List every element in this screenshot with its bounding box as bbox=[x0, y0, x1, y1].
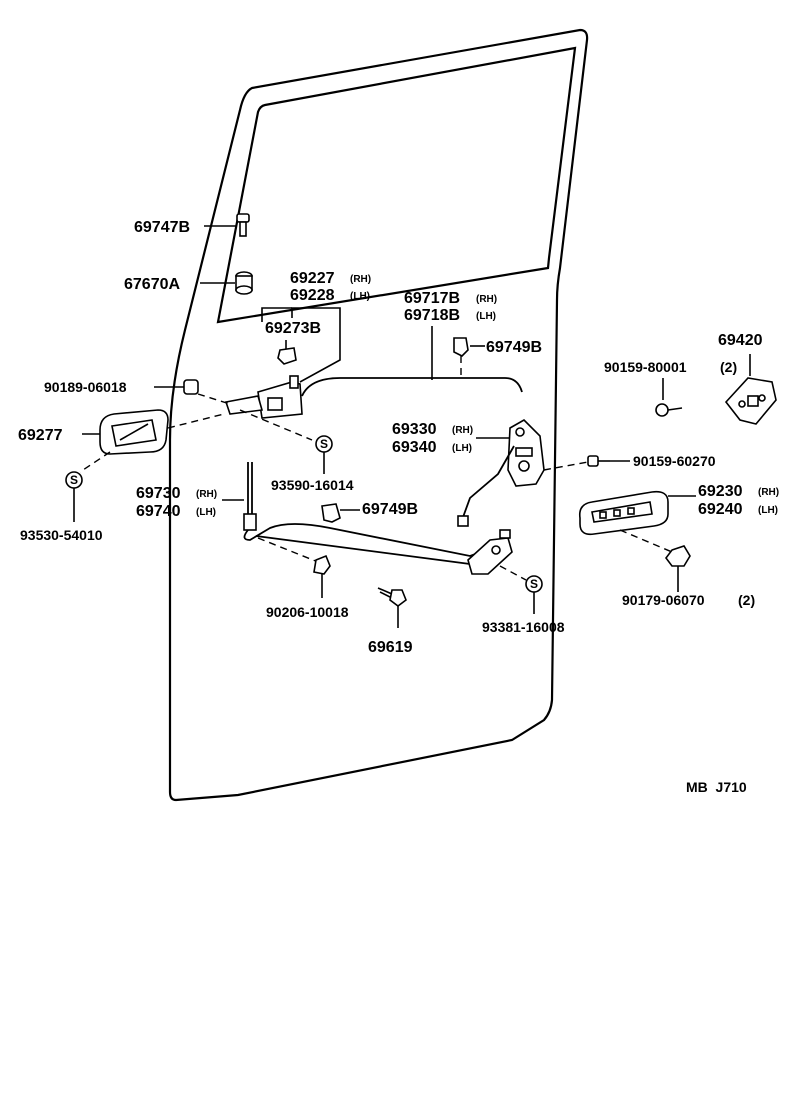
part-label-69740: 69740 bbox=[136, 503, 181, 520]
outside-handle-icon bbox=[578, 490, 669, 536]
part-label-90206-10018: 90206-10018 bbox=[266, 604, 349, 620]
part-suffix-69230: (RH) bbox=[758, 487, 779, 498]
rod-end-icon bbox=[457, 515, 469, 527]
upper-lock-rod bbox=[301, 377, 523, 397]
door-lock-icon bbox=[507, 419, 545, 487]
svg-text:S: S bbox=[70, 473, 78, 487]
part-suffix-69717B: (RH) bbox=[476, 294, 497, 305]
nut-part-icon bbox=[183, 379, 199, 395]
part-label-69340: 69340 bbox=[392, 439, 437, 456]
striker-part-icon bbox=[724, 377, 777, 425]
part-suffix-69730: (RH) bbox=[196, 489, 217, 500]
part-qty-90179-06070: (2) bbox=[738, 592, 755, 608]
bushing-part-icon bbox=[235, 271, 253, 295]
part-label-69228: 69228 bbox=[290, 287, 335, 304]
part-label-69717B: 69717B bbox=[404, 290, 460, 307]
part-label-93381-16008: 93381-16008 bbox=[482, 619, 565, 635]
part-label-90189-06018: 90189-06018 bbox=[44, 379, 127, 395]
clip-part-icon bbox=[321, 503, 341, 523]
part-label-93530-54010: 93530-54010 bbox=[20, 527, 103, 543]
part-label-90179-06070: 90179-06070 bbox=[622, 592, 705, 608]
part-label-93590-16014: 93590-16014 bbox=[271, 477, 354, 493]
bellcrank-part-icon bbox=[467, 529, 513, 575]
screw-part-icon bbox=[377, 587, 407, 607]
part-suffix-69740: (LH) bbox=[196, 507, 216, 518]
part-suffix-69240: (LH) bbox=[758, 505, 778, 516]
screw-part-icon bbox=[587, 455, 610, 467]
seal-symbol-icon: S bbox=[525, 575, 543, 593]
part-label-69619: 69619 bbox=[368, 639, 413, 656]
part-label-69240: 69240 bbox=[698, 501, 743, 518]
nut-part-icon bbox=[313, 554, 331, 575]
part-label-69420: 69420 bbox=[718, 332, 763, 349]
part-suffix-69330: (RH) bbox=[452, 425, 473, 436]
diagram-code: MB J710 bbox=[686, 779, 747, 795]
nut-part-icon bbox=[665, 545, 691, 567]
part-label-69227: 69227 bbox=[290, 270, 335, 287]
svg-text:S: S bbox=[320, 437, 328, 451]
part-label-67670A: 67670A bbox=[124, 276, 180, 293]
seal-symbol-icon: S bbox=[65, 471, 83, 489]
part-label-69718B: 69718B bbox=[404, 307, 460, 324]
part-qty-90159-80001: (2) bbox=[720, 359, 737, 375]
part-suffix-69718B: (LH) bbox=[476, 311, 496, 322]
clip-part-icon bbox=[453, 337, 469, 357]
part-label-69230: 69230 bbox=[698, 483, 743, 500]
part-label-69747B: 69747B bbox=[134, 219, 190, 236]
lock-connecting-rod bbox=[461, 445, 515, 521]
door-outline bbox=[168, 28, 589, 802]
inside-handle-bezel-icon bbox=[99, 409, 169, 455]
lower-remote-rod bbox=[243, 523, 493, 557]
part-label-69273B: 69273B bbox=[265, 320, 321, 337]
part-suffix-69340: (LH) bbox=[452, 443, 472, 454]
seal-symbol-icon: S bbox=[315, 435, 333, 453]
part-suffix-69227: (RH) bbox=[350, 274, 371, 285]
part-label-69749B-top: 69749B bbox=[486, 339, 542, 356]
part-label-69330: 69330 bbox=[392, 421, 437, 438]
part-label-69749B-mid: 69749B bbox=[362, 501, 418, 518]
screw-part-icon bbox=[655, 403, 683, 417]
lock-knob-rod-icon bbox=[243, 462, 257, 531]
bolt-part-icon bbox=[236, 213, 250, 237]
part-label-90159-80001: 90159-80001 bbox=[604, 359, 687, 375]
svg-text:S: S bbox=[530, 577, 538, 591]
part-label-90159-60270: 90159-60270 bbox=[633, 453, 716, 469]
part-label-69277: 69277 bbox=[18, 427, 63, 444]
part-label-69730: 69730 bbox=[136, 485, 181, 502]
lever-assembly-icon bbox=[224, 375, 303, 419]
part-suffix-69228: (LH) bbox=[350, 291, 370, 302]
clip-part-icon bbox=[277, 347, 297, 365]
